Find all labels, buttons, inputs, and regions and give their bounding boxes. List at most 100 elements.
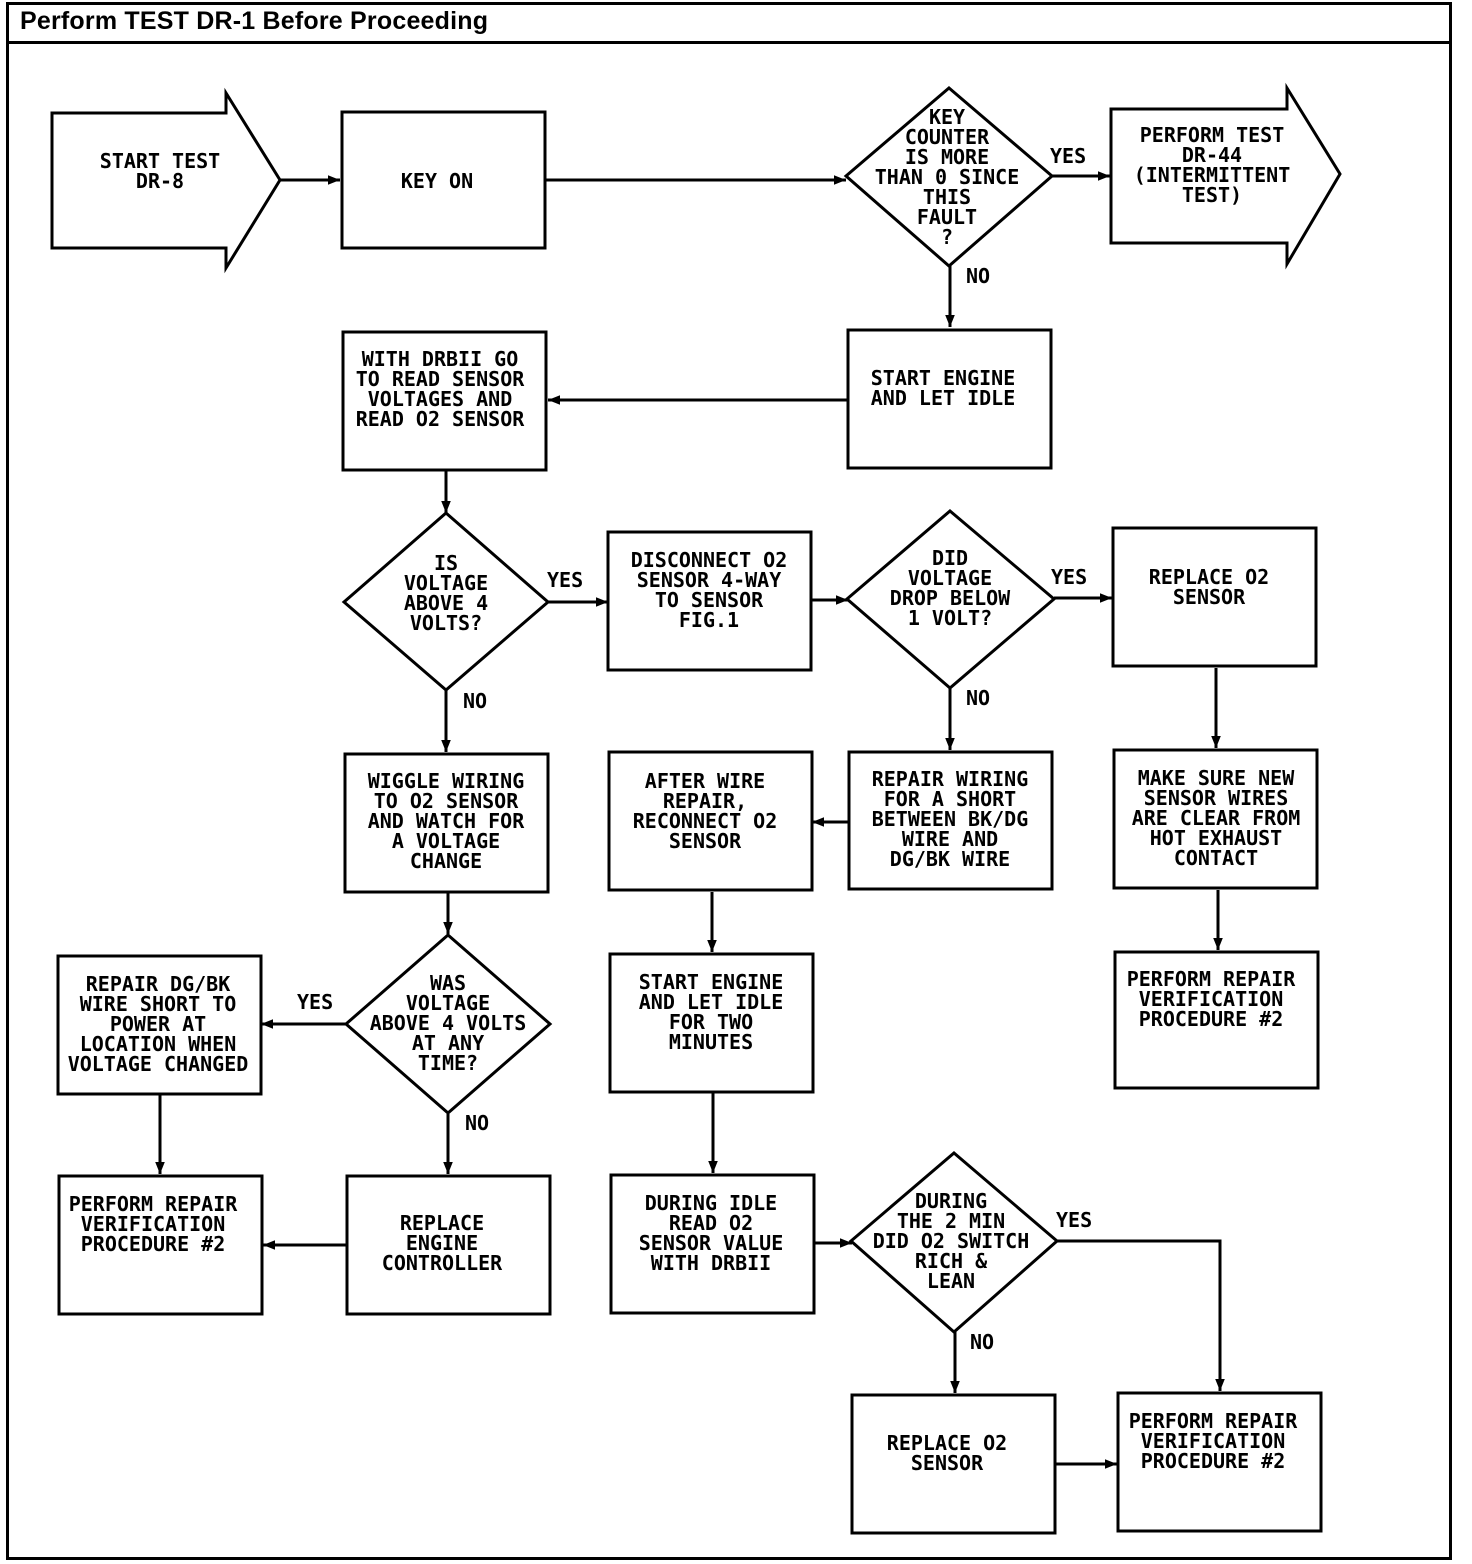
text-line: DG/BK WIRE: [890, 847, 1010, 871]
text-line: KEY: [929, 105, 965, 129]
text-line: REPLACE: [400, 1211, 484, 1235]
yes-label: YES: [1051, 565, 1087, 589]
key-counter-diamond: [843, 86, 1055, 268]
no-label: NO: [465, 1111, 489, 1135]
text-line: VERIFICATION: [1141, 1429, 1286, 1453]
start-idle-two-box: [608, 952, 815, 1094]
text-line: DURING: [915, 1189, 987, 1213]
text-line: AND WATCH FOR: [368, 809, 525, 833]
text-line: PERFORM REPAIR: [1127, 967, 1297, 991]
text-line: SENSOR: [911, 1451, 984, 1475]
text-line: IS MORE: [905, 145, 989, 169]
text-line: 1 VOLT?: [908, 606, 992, 630]
yes-label: YES: [297, 990, 333, 1014]
text-line: VOLTAGES AND: [368, 387, 513, 411]
text-line: ABOVE 4 VOLTS: [370, 1011, 527, 1035]
text-line: IS: [434, 551, 458, 575]
text-line: TEST): [1182, 183, 1242, 207]
text-line: HOT EXHAUST: [1150, 826, 1282, 850]
text-line: SENSOR 4-WAY: [637, 568, 782, 592]
text-line: ABOVE 4: [404, 591, 488, 615]
text-line: FOR A SHORT: [884, 787, 1016, 811]
text-line: SENSOR: [669, 829, 742, 853]
text-line: READ O2: [669, 1211, 753, 1235]
read-sensor-box: [341, 330, 548, 472]
text-line: POWER AT: [110, 1012, 206, 1036]
no-label: NO: [966, 264, 990, 288]
text-line: DROP BELOW: [890, 586, 1011, 610]
text-line: TO O2 SENSOR: [374, 789, 519, 813]
text-line: DID O2 SWITCH: [873, 1229, 1030, 1253]
shapes: [50, 82, 1342, 1535]
text-line: REPAIR DG/BK: [86, 972, 231, 996]
text-line: DR-8: [136, 169, 184, 193]
text-line: WITH DRBII: [651, 1251, 771, 1275]
header-bar: Perform TEST DR-1 Before Proceeding: [6, 2, 1452, 44]
wiggle-wiring-box: [343, 752, 550, 894]
yes-label: YES: [1050, 144, 1086, 168]
text-line: MAKE SURE NEW: [1138, 766, 1295, 790]
text-line: KEY ON: [401, 169, 473, 193]
yes-label: YES: [1056, 1208, 1092, 1232]
text-line: VOLTAGE: [404, 571, 488, 595]
text-line: (INTERMITTENT: [1134, 163, 1291, 187]
text-line: THAN 0 SINCE: [875, 165, 1020, 189]
text-line: SENSOR WIRES: [1144, 786, 1289, 810]
text-line: VOLTAGE: [908, 566, 992, 590]
perform-repair-bottom-box: [1116, 1391, 1323, 1533]
perform-dr44-arrow: [1109, 82, 1342, 270]
text-line: MINUTES: [669, 1030, 753, 1054]
replace-engine-controller-box: [345, 1174, 552, 1316]
text-line: CONTACT: [1174, 846, 1258, 870]
text-line: PERFORM TEST: [1140, 123, 1285, 147]
during-2-min-diamond: [848, 1151, 1060, 1335]
page-title: Perform TEST DR-1 Before Proceeding: [20, 7, 489, 35]
text-line: CHANGE: [410, 849, 482, 873]
text-line: COUNTER: [905, 125, 990, 149]
voltage-above-4-diamond: [341, 511, 551, 692]
text-line: THIS: [923, 185, 971, 209]
replace-o2-box-a: [1111, 526, 1318, 668]
text-line: VERIFICATION: [81, 1212, 226, 1236]
yes-label: YES: [547, 568, 583, 592]
text-line: ENGINE: [406, 1231, 478, 1255]
text-line: AND LET IDLE: [871, 386, 1016, 410]
text-line: ?: [941, 225, 953, 249]
perform-repair-right-box: [1113, 950, 1320, 1090]
edge-during2-performbottom: [1056, 1239, 1225, 1391]
no-label: NO: [966, 686, 990, 710]
text-line: A VOLTAGE: [392, 829, 500, 853]
make-sure-wires-box: [1112, 748, 1319, 890]
no-label: NO: [463, 689, 487, 713]
text-line: FAULT: [917, 205, 977, 229]
was-voltage-above-4-diamond: [343, 933, 553, 1115]
text-line: WAS: [430, 971, 466, 995]
text-line: VOLTAGE CHANGED: [68, 1052, 249, 1076]
text-line: REPLACE O2: [1149, 565, 1269, 589]
text-line: VERIFICATION: [1139, 987, 1284, 1011]
text-line: WIRE SHORT TO: [80, 992, 237, 1016]
text-line: START TEST: [100, 149, 220, 173]
text-line: REPLACE O2: [887, 1431, 1007, 1455]
text-line: READ O2 SENSOR: [356, 407, 526, 431]
text-line: WITH DRBII GO: [362, 347, 519, 371]
text-line: DID: [932, 546, 968, 570]
text-line: DR-44: [1182, 143, 1242, 167]
